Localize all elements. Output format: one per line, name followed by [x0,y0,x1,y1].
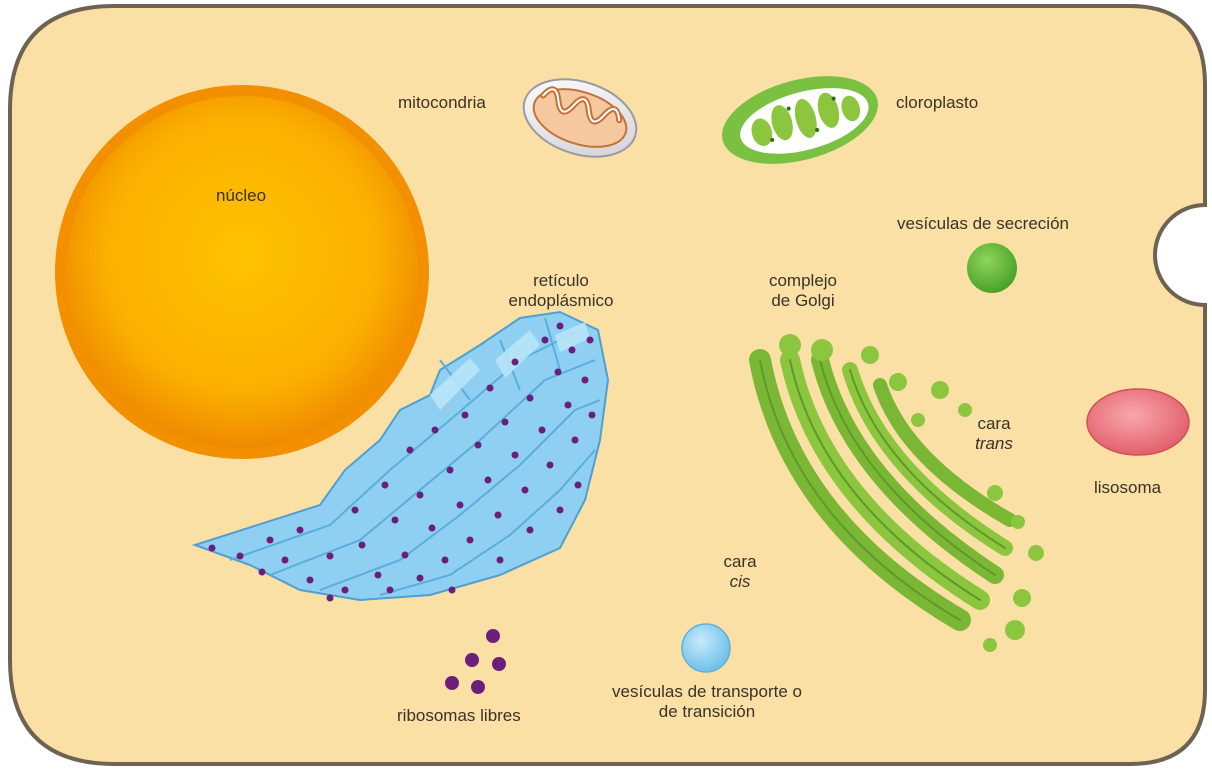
label-vesiculas-secrecion: vesículas de secreción [897,214,1069,234]
label-golgi-line1: complejo [753,271,853,291]
label-mitocondria: mitocondria [398,93,486,113]
label-complejo-golgi: complejo de Golgi [753,271,853,311]
label-cara-trans-line2: trans [966,434,1022,454]
label-reticulo-line2: endoplásmico [496,291,626,311]
lysosome [1087,389,1189,455]
label-nucleo: núcleo [216,186,266,206]
label-cara-trans: cara trans [966,414,1022,454]
label-reticulo-line1: retículo [496,271,626,291]
label-lisosoma: lisosoma [1094,478,1161,498]
label-vesiculas-transporte-line1: vesículas de transporte o [596,682,818,702]
label-vesiculas-transporte: vesículas de transporte o de transición [596,682,818,722]
secretion-vesicle [967,243,1017,293]
label-ribosomas-libres: ribosomas libres [397,706,521,726]
label-cara-cis: cara cis [712,552,768,592]
label-cloroplasto: cloroplasto [896,93,978,113]
label-reticulo-endoplasmico: retículo endoplásmico [496,271,626,311]
transport-vesicle [682,624,730,672]
label-cara-cis-line1: cara [712,552,768,572]
nucleus [55,85,429,459]
label-golgi-line2: de Golgi [753,291,853,311]
label-cara-cis-line2: cis [712,572,768,592]
label-vesiculas-transporte-line2: de transición [596,702,818,722]
label-cara-trans-line1: cara [966,414,1022,434]
